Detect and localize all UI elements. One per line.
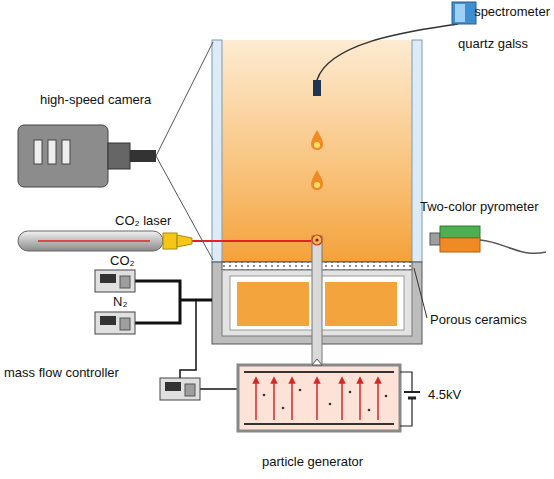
particle [314,182,320,188]
hv-wire [400,372,412,392]
gas-line [200,388,238,390]
camera-slot [48,140,56,164]
chamber-interior [222,40,412,262]
laser-cavity [38,240,150,242]
part-label: high-speed camera [40,92,151,108]
field-arrow [377,380,379,420]
electrode-plate [244,423,394,425]
field-arrow [291,380,293,420]
pyrometer-nose [430,233,440,245]
particle-dot [368,409,371,412]
view-line [156,156,213,260]
particle-dot [282,407,285,410]
controller-body [160,378,200,400]
optical-fiber [317,24,458,80]
electrode-plate [244,371,394,373]
gas-line [135,281,180,323]
feed-tube [312,236,322,366]
view-line [156,42,213,156]
part-label: quartz galss [458,36,528,52]
spectrometer-icon [452,2,476,24]
part-label: spectrometer [474,4,550,20]
particles [263,389,388,412]
laser-nozzle [163,233,177,249]
quartz-wall [212,40,222,262]
laser-beam [192,240,311,242]
part-label: CO₂ [110,253,135,269]
burning-particle [311,130,323,150]
mass-flow-controller [95,270,135,292]
particle-generator-box [238,365,400,431]
field-arrow [316,380,318,420]
spectrometer-face [455,4,465,22]
camera-slot [62,140,70,164]
gas-plenum [325,282,397,326]
pyrometer-body [440,238,480,252]
part-label: mass flow controller [4,365,119,381]
particle-dot [385,395,388,398]
controller-body [95,312,135,334]
controller-body [95,270,135,292]
camera-lens-tube [130,150,156,162]
mass-flow-controller [160,378,200,400]
particle-dot [299,389,302,392]
controller-valve [120,276,130,288]
controller-valve [120,318,130,330]
controller-display [165,382,181,391]
gas-line [180,300,196,378]
particle-core [315,238,318,241]
part-label: 4.5kV [428,387,461,403]
part-label: Two-color pyrometer [420,199,538,215]
field-arrow [255,380,257,420]
laser-nozzle [177,235,192,247]
particle-dot [263,394,266,397]
gas-plenum [237,282,309,326]
particle-dot [349,391,352,394]
camera-lens [108,143,130,169]
camera-slot [34,140,42,164]
field-arrow [341,380,343,420]
generator-outlet [312,359,322,365]
leader-line [414,268,427,318]
field-arrow [359,380,361,420]
pyrometer-cable [480,240,546,253]
burning-particle [311,170,323,190]
pyrometer-body [440,226,480,238]
controller-valve [185,384,195,396]
hv-wire [400,398,412,426]
part-label: Porous ceramics [430,312,527,328]
fiber-probe [313,80,321,96]
field-arrows [256,380,378,420]
controller-display [100,274,116,283]
quartz-wall [412,40,422,262]
part-label: CO₂ laser [115,213,171,229]
mass-flow-controller [95,312,135,334]
camera-body [18,125,108,187]
particle-dot [329,403,332,406]
particle [312,235,322,245]
laser-tube [18,231,163,251]
part-label: particle generator [262,454,363,470]
controller-display [100,316,116,325]
battery-plate [404,391,420,393]
particle [314,142,320,148]
part-label: N₂ [113,294,127,310]
field-arrow [273,380,275,420]
